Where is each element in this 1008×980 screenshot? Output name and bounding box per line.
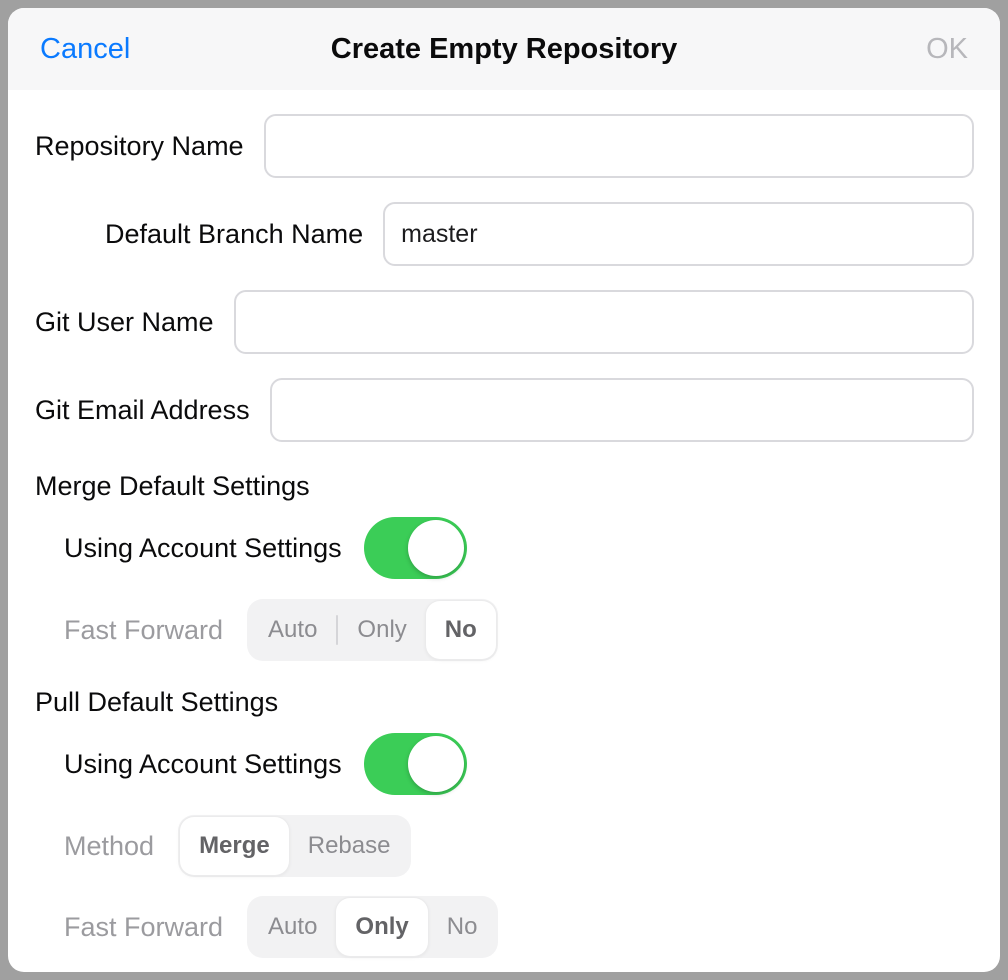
pull-using-account-row: Using Account Settings — [35, 733, 974, 795]
default-branch-input[interactable] — [383, 202, 974, 266]
segment-only[interactable]: Only — [336, 898, 428, 956]
dialog-header: Cancel Create Empty Repository OK — [8, 8, 1000, 90]
repository-name-label: Repository Name — [35, 130, 244, 161]
git-user-name-row: Git User Name — [35, 290, 974, 354]
segment-merge[interactable]: Merge — [180, 817, 289, 875]
merge-using-account-label: Using Account Settings — [64, 532, 342, 563]
merge-using-account-row: Using Account Settings — [35, 517, 974, 579]
repository-name-input[interactable] — [263, 114, 974, 178]
pull-method-label: Method — [64, 830, 155, 861]
git-user-name-label: Git User Name — [35, 306, 214, 337]
toggle-knob — [407, 736, 464, 792]
segment-no[interactable]: No — [428, 898, 497, 956]
toggle-knob — [407, 520, 464, 576]
pull-using-account-label: Using Account Settings — [64, 748, 342, 779]
cancel-button[interactable]: Cancel — [40, 32, 131, 65]
merge-fast-forward-segmented-control: Auto Only No — [247, 599, 498, 661]
repository-form: Repository Name Default Branch Name Git … — [8, 90, 1000, 958]
ok-button[interactable]: OK — [926, 32, 968, 65]
git-user-name-input[interactable] — [233, 290, 974, 354]
merge-fast-forward-row: Fast Forward Auto Only No — [35, 599, 974, 661]
dialog-title: Create Empty Repository — [330, 32, 678, 65]
pull-method-segmented-control: Merge Rebase — [178, 815, 412, 877]
create-empty-repository-dialog: Cancel Create Empty Repository OK Reposi… — [8, 8, 1000, 972]
pull-settings-heading: Pull Default Settings — [35, 687, 279, 717]
segment-no[interactable]: No — [425, 601, 496, 659]
merge-settings-heading: Merge Default Settings — [35, 471, 310, 501]
segment-separator — [336, 615, 339, 645]
segment-rebase[interactable]: Rebase — [289, 817, 410, 875]
segment-only[interactable]: Only — [338, 601, 425, 659]
merge-using-account-toggle[interactable] — [363, 517, 467, 579]
git-email-input[interactable] — [269, 378, 974, 442]
pull-fast-forward-row: Fast Forward Auto Only No — [35, 896, 974, 958]
merge-fast-forward-label: Fast Forward — [64, 614, 224, 645]
pull-method-row: Method Merge Rebase — [35, 815, 974, 877]
segment-auto[interactable]: Auto — [249, 898, 336, 956]
pull-using-account-toggle[interactable] — [363, 733, 467, 795]
default-branch-row: Default Branch Name — [35, 202, 974, 266]
git-email-row: Git Email Address — [35, 378, 974, 442]
repository-name-row: Repository Name — [35, 114, 974, 178]
pull-fast-forward-segmented-control: Auto Only No — [247, 896, 499, 958]
pull-fast-forward-label: Fast Forward — [64, 911, 224, 942]
segment-auto[interactable]: Auto — [249, 601, 336, 659]
git-email-label: Git Email Address — [35, 394, 250, 425]
default-branch-label: Default Branch Name — [105, 218, 364, 249]
